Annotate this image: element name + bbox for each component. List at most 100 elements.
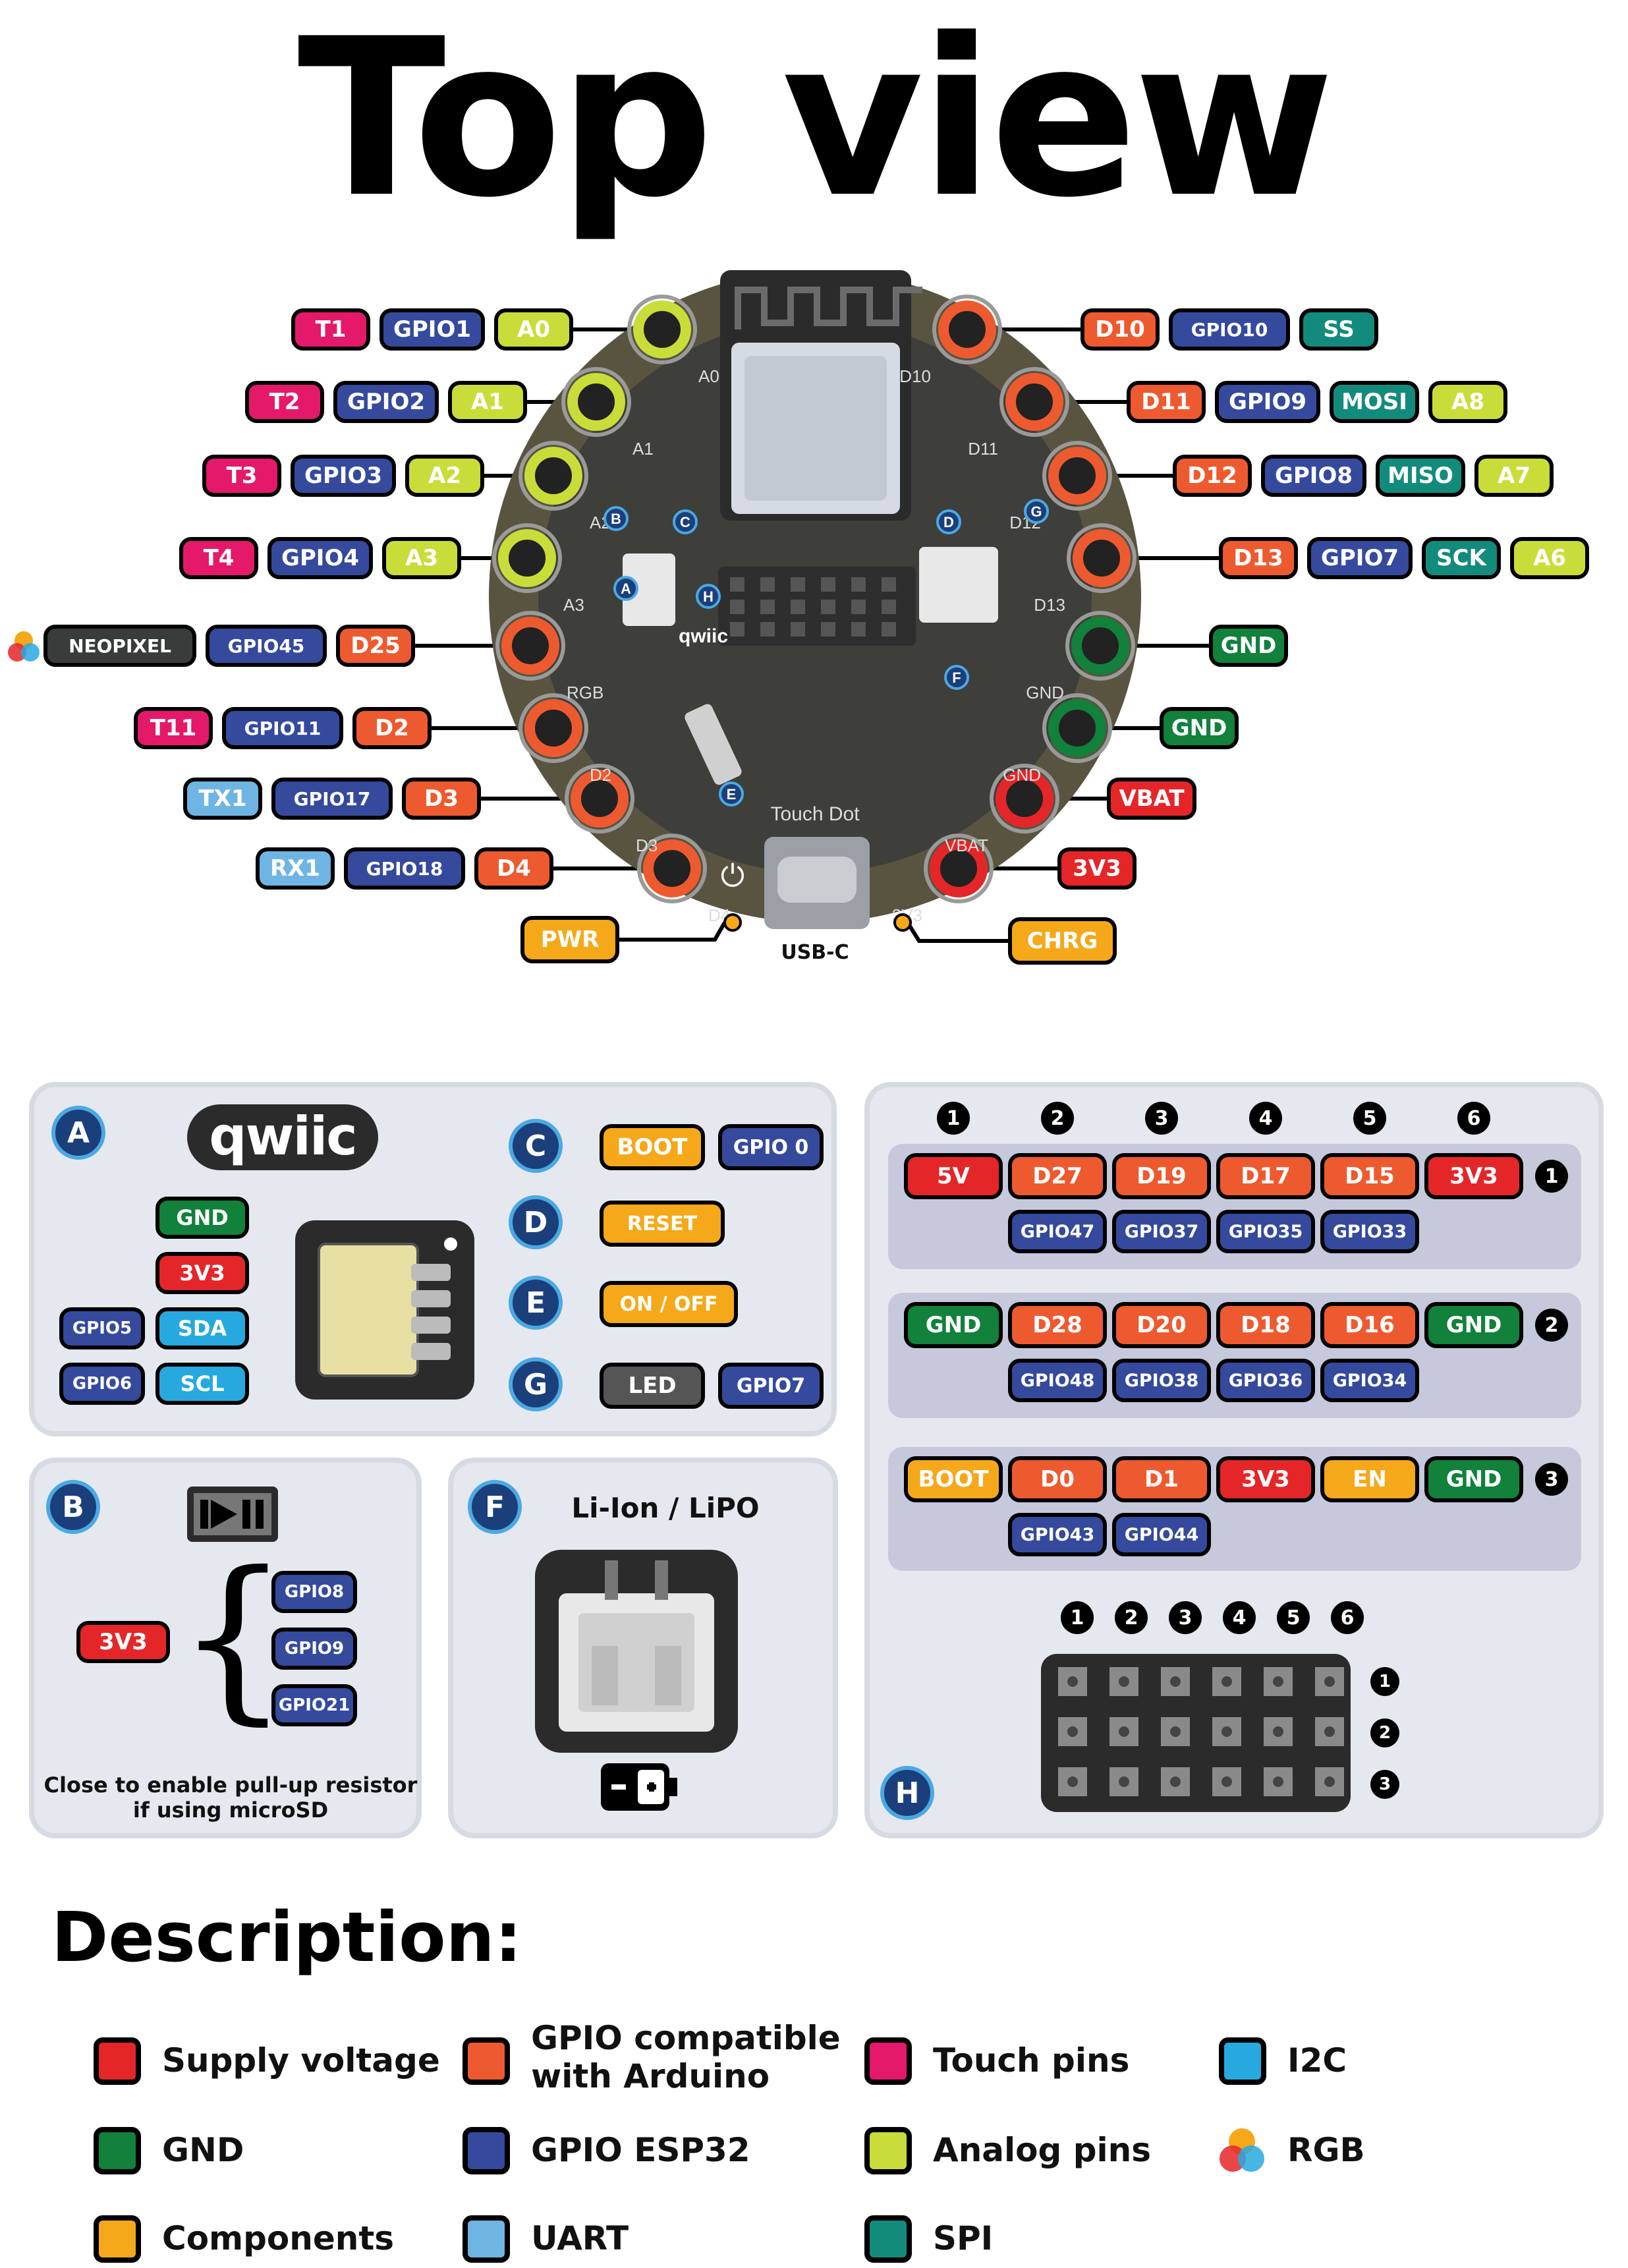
silk-right-3: D13 <box>1034 595 1065 615</box>
pin-left-6-0: TX1 <box>183 778 262 820</box>
pad-right-ring-2 <box>1042 441 1112 511</box>
led-connector-1 <box>907 924 1008 943</box>
header-pin-0-5: 3V3 <box>1424 1153 1523 1199</box>
panel-a-pin-3-0: GPIO6 <box>59 1363 145 1405</box>
grid-pin-hole <box>1273 1726 1283 1737</box>
pin-left-0-2: A0 <box>494 308 573 351</box>
battery-title: Li-Ion / LiPO <box>571 1492 760 1524</box>
pad-right-ring-3 <box>1067 523 1137 593</box>
grid-pin-hole <box>1067 1776 1078 1787</box>
header-pin-1-5: GND <box>1424 1302 1523 1348</box>
grid-col-num-2: 2 <box>1115 1601 1148 1634</box>
header-sub-0-2: GPIO37 <box>1112 1210 1211 1253</box>
pad-left-ring-2 <box>519 441 588 511</box>
pin-left-5-0: T11 <box>134 707 213 749</box>
pin-left-2-1: GPIO3 <box>291 455 396 497</box>
pin-left-0-1: GPIO1 <box>379 308 485 351</box>
qwiic-connector-illustration <box>295 1220 474 1400</box>
header-hole <box>851 622 866 637</box>
pin-right-2-2: MISO <box>1376 455 1465 497</box>
legend-swatch-i2c <box>1219 2037 1266 2085</box>
header-row-num-1: 1 <box>1535 1160 1568 1193</box>
header-hole <box>821 577 835 592</box>
header-hole <box>882 622 896 637</box>
header-hole <box>730 622 744 637</box>
silk-left-5: D2 <box>590 765 611 785</box>
pin-left-4-0: NEOPIXEL <box>43 625 196 667</box>
board-marker-B <box>603 506 629 531</box>
pullup-note-line1: Close to enable pull-up resistor <box>43 1772 418 1798</box>
qwiic-connector <box>623 553 675 626</box>
pad-right-0 <box>938 300 996 358</box>
pin-right-6-0: VBAT <box>1107 778 1196 820</box>
board-marker-F <box>944 665 969 690</box>
pad-left-2 <box>524 447 582 505</box>
legend-label-comp: Components <box>162 2219 395 2257</box>
pad-left-6 <box>571 770 629 828</box>
pin-right-0-0: D10 <box>1081 308 1160 351</box>
legend-label-rgb: RGB <box>1287 2131 1365 2169</box>
pin-left-1-2: A1 <box>448 381 527 423</box>
legend-label-uart: UART <box>531 2219 629 2257</box>
pad-left-5 <box>524 699 582 757</box>
pin-right-2-3: A7 <box>1474 455 1554 497</box>
header-hole <box>882 577 896 592</box>
battery-icon <box>601 1763 677 1811</box>
board-marker-label-F: F <box>952 669 961 686</box>
header-sub-0-4: GPIO33 <box>1320 1210 1419 1253</box>
grid-row-num-1: 1 <box>1370 1667 1399 1696</box>
pin-left-6-1: GPIO17 <box>271 778 393 820</box>
silk-left-6: D3 <box>636 836 658 855</box>
header-hole <box>730 600 744 614</box>
panel-a-item-letter-G: G <box>509 1357 563 1411</box>
grid-pin-hole <box>1119 1726 1129 1737</box>
panel-h-letter: H <box>880 1766 934 1820</box>
header-pin-1-3: D18 <box>1216 1302 1315 1348</box>
panel-a-item-0-1: GPIO 0 <box>718 1124 824 1170</box>
qwiic-logo: qwiic <box>187 1104 385 1177</box>
pin-left-0-0: T1 <box>291 308 370 351</box>
grid-body <box>1041 1654 1351 1812</box>
pin-left-6-2: D3 <box>402 778 481 820</box>
grid-pin-hole <box>1221 1676 1232 1687</box>
header-sub-2-2: GPIO44 <box>1112 1513 1211 1556</box>
panel-a-item-letter-C: C <box>509 1119 563 1173</box>
legend-rgb-icon <box>1220 2128 1264 2172</box>
legend-label-supply: Supply voltage <box>162 2041 440 2080</box>
grid-pin-hole <box>1324 1676 1335 1687</box>
board-marker-label-A: A <box>621 581 631 597</box>
pad-left-ring-6 <box>565 764 634 834</box>
pwr-label: PWR <box>520 916 619 963</box>
legend-swatch-gpio <box>463 2037 510 2085</box>
pin-left-1-0: T2 <box>245 381 324 423</box>
header-pin-0-2: D19 <box>1112 1153 1211 1199</box>
header-pin-2-1: D0 <box>1008 1456 1107 1502</box>
grid-pin-hole <box>1221 1726 1232 1737</box>
legend-label-spi: SPI <box>933 2219 994 2257</box>
silk-right-1: D11 <box>968 439 998 459</box>
pin-left-3-2: A3 <box>382 537 461 579</box>
pad-left-ring-1 <box>561 367 631 437</box>
header-hole <box>760 622 775 637</box>
pad-right-2 <box>1048 447 1106 505</box>
legend-swatch-touch <box>864 2037 912 2085</box>
rgb-icon <box>8 631 40 662</box>
header-pin-2-5: GND <box>1424 1456 1523 1502</box>
panel-b-pin-0: GPIO8 <box>271 1571 357 1613</box>
pad-left-4 <box>501 617 559 675</box>
pad-left-1 <box>567 373 625 431</box>
pad-left-ring-0 <box>627 295 697 364</box>
header-col-num-2: 2 <box>1041 1102 1074 1135</box>
grid-col-num-6: 6 <box>1331 1601 1364 1634</box>
pad-left-ring-5 <box>519 693 588 763</box>
grid-pin-hole <box>1067 1676 1078 1687</box>
header-hole <box>821 622 835 637</box>
battery-connector <box>919 547 998 623</box>
jst-connector-illustration <box>535 1550 738 1753</box>
board-marker-H <box>696 584 721 609</box>
pin-right-3-1: GPIO7 <box>1307 537 1413 579</box>
grid-pin-hole <box>1324 1776 1335 1787</box>
header-hole <box>821 600 835 614</box>
panel-b-letter: B <box>46 1480 100 1534</box>
pin-right-3-2: SCK <box>1422 537 1501 579</box>
